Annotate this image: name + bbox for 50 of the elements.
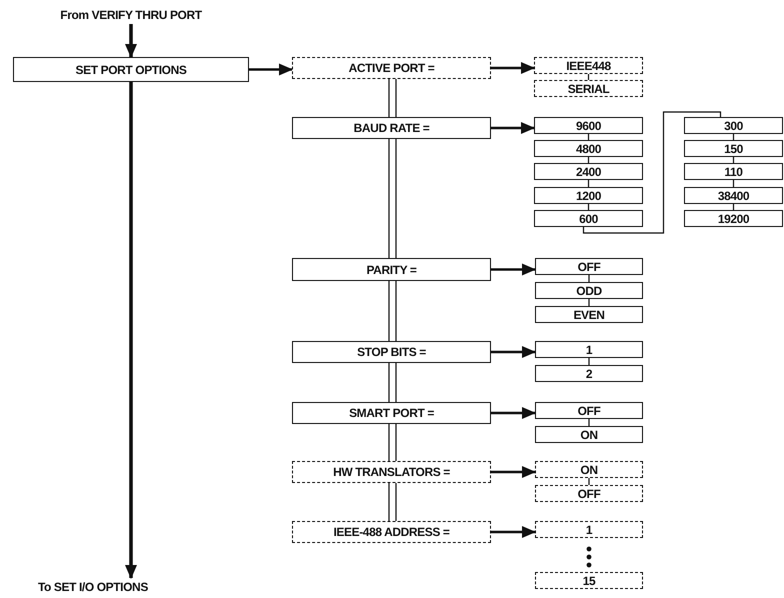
option-box: OFF xyxy=(535,402,643,419)
arrow xyxy=(125,24,137,58)
option-box: 38400 xyxy=(684,187,783,204)
option-box: 300 xyxy=(684,117,783,134)
arrow xyxy=(491,407,536,419)
dashed-option-box: IEEE-488 ADDRESS = xyxy=(292,521,491,543)
option-box: EVEN xyxy=(535,306,643,323)
option-box: 4800 xyxy=(534,140,643,157)
dashed-option-box: ACTIVE PORT = xyxy=(292,57,491,79)
double-line-connector xyxy=(388,423,397,462)
dashed-option-box: HW TRANSLATORS = xyxy=(292,461,491,483)
dashed-option-box: IEEE448 xyxy=(534,57,643,74)
dashed-option-box: 15 xyxy=(535,572,643,589)
dashed-option-box: OFF xyxy=(535,485,643,502)
option-box: ON xyxy=(535,426,643,443)
arrow xyxy=(491,264,536,276)
double-line-connector xyxy=(388,138,397,259)
double-line-connector xyxy=(388,482,397,522)
option-box: PARITY = xyxy=(292,258,491,281)
double-line-connector xyxy=(388,280,397,342)
option-box: OFF xyxy=(535,258,643,275)
option-box: SMART PORT = xyxy=(292,402,491,424)
option-box: ODD xyxy=(535,282,643,299)
option-box: 19200 xyxy=(684,210,783,227)
arrow xyxy=(125,82,137,579)
flow-label: To SET I/O OPTIONS xyxy=(38,578,198,595)
double-line-connector xyxy=(388,78,397,118)
arrow xyxy=(491,122,535,134)
arrow xyxy=(491,526,536,538)
dashed-option-box: ON xyxy=(535,461,643,478)
double-line-connector xyxy=(388,362,397,403)
option-box: BAUD RATE = xyxy=(292,117,491,139)
option-box: 110 xyxy=(684,163,783,180)
option-box: 2 xyxy=(535,365,643,382)
option-box: 9600 xyxy=(534,117,643,134)
arrow xyxy=(249,64,293,76)
arrow xyxy=(491,466,536,478)
option-box: 600 xyxy=(534,210,643,227)
flow-label: From VERIFY THRU PORT xyxy=(31,6,231,24)
option-box: STOP BITS = xyxy=(292,341,491,363)
option-box: SET PORT OPTIONS xyxy=(13,57,249,82)
arrow xyxy=(491,346,536,358)
arrow xyxy=(491,62,535,74)
option-box: 2400 xyxy=(534,163,643,180)
option-box: 1 xyxy=(535,341,643,358)
option-box: 1200 xyxy=(534,187,643,204)
connector-line xyxy=(582,111,722,234)
dashed-option-box: SERIAL xyxy=(534,80,643,97)
dashed-option-box: 1 xyxy=(535,521,643,538)
option-box: 150 xyxy=(684,140,783,157)
